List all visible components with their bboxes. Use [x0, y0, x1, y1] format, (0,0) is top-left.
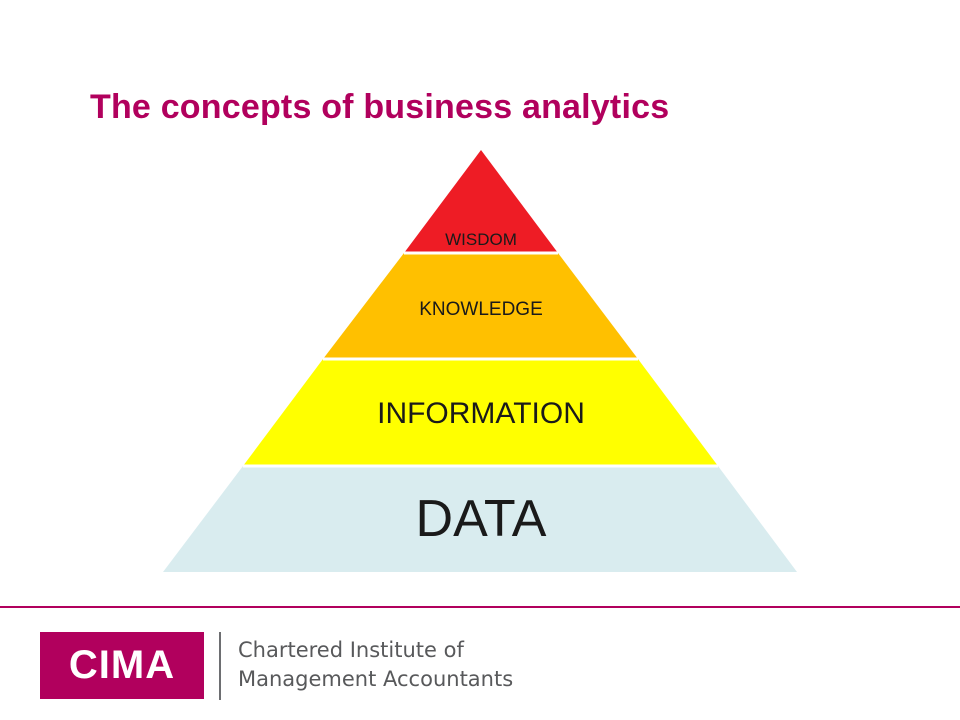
- cima-logo: CIMA: [40, 632, 204, 699]
- organisation-name: Chartered Institute of Management Accoun…: [238, 636, 513, 694]
- tier-label-data: DATA: [416, 490, 547, 548]
- pyramid-tier-data: [163, 466, 797, 572]
- cima-logo-text: CIMA: [68, 643, 176, 687]
- tier-label-knowledge: KNOWLEDGE: [419, 299, 543, 320]
- logo-divider: [219, 632, 221, 700]
- pyramid-tier-knowledge: [323, 253, 638, 359]
- slide-title: The concepts of business analytics: [90, 88, 670, 126]
- tier-label-wisdom: WISDOM: [445, 230, 517, 249]
- tier-label-information: INFORMATION: [377, 397, 585, 430]
- organisation-name-line-1: Chartered Institute of: [238, 638, 464, 662]
- pyramid-tier-information: [243, 359, 718, 466]
- organisation-name-line-2: Management Accountants: [238, 667, 514, 691]
- footer-rule: [0, 606, 960, 608]
- pyramid-tier-wisdom: [404, 150, 558, 253]
- pyramid-diagram: WISDOM KNOWLEDGE INFORMATION DATA: [163, 150, 797, 572]
